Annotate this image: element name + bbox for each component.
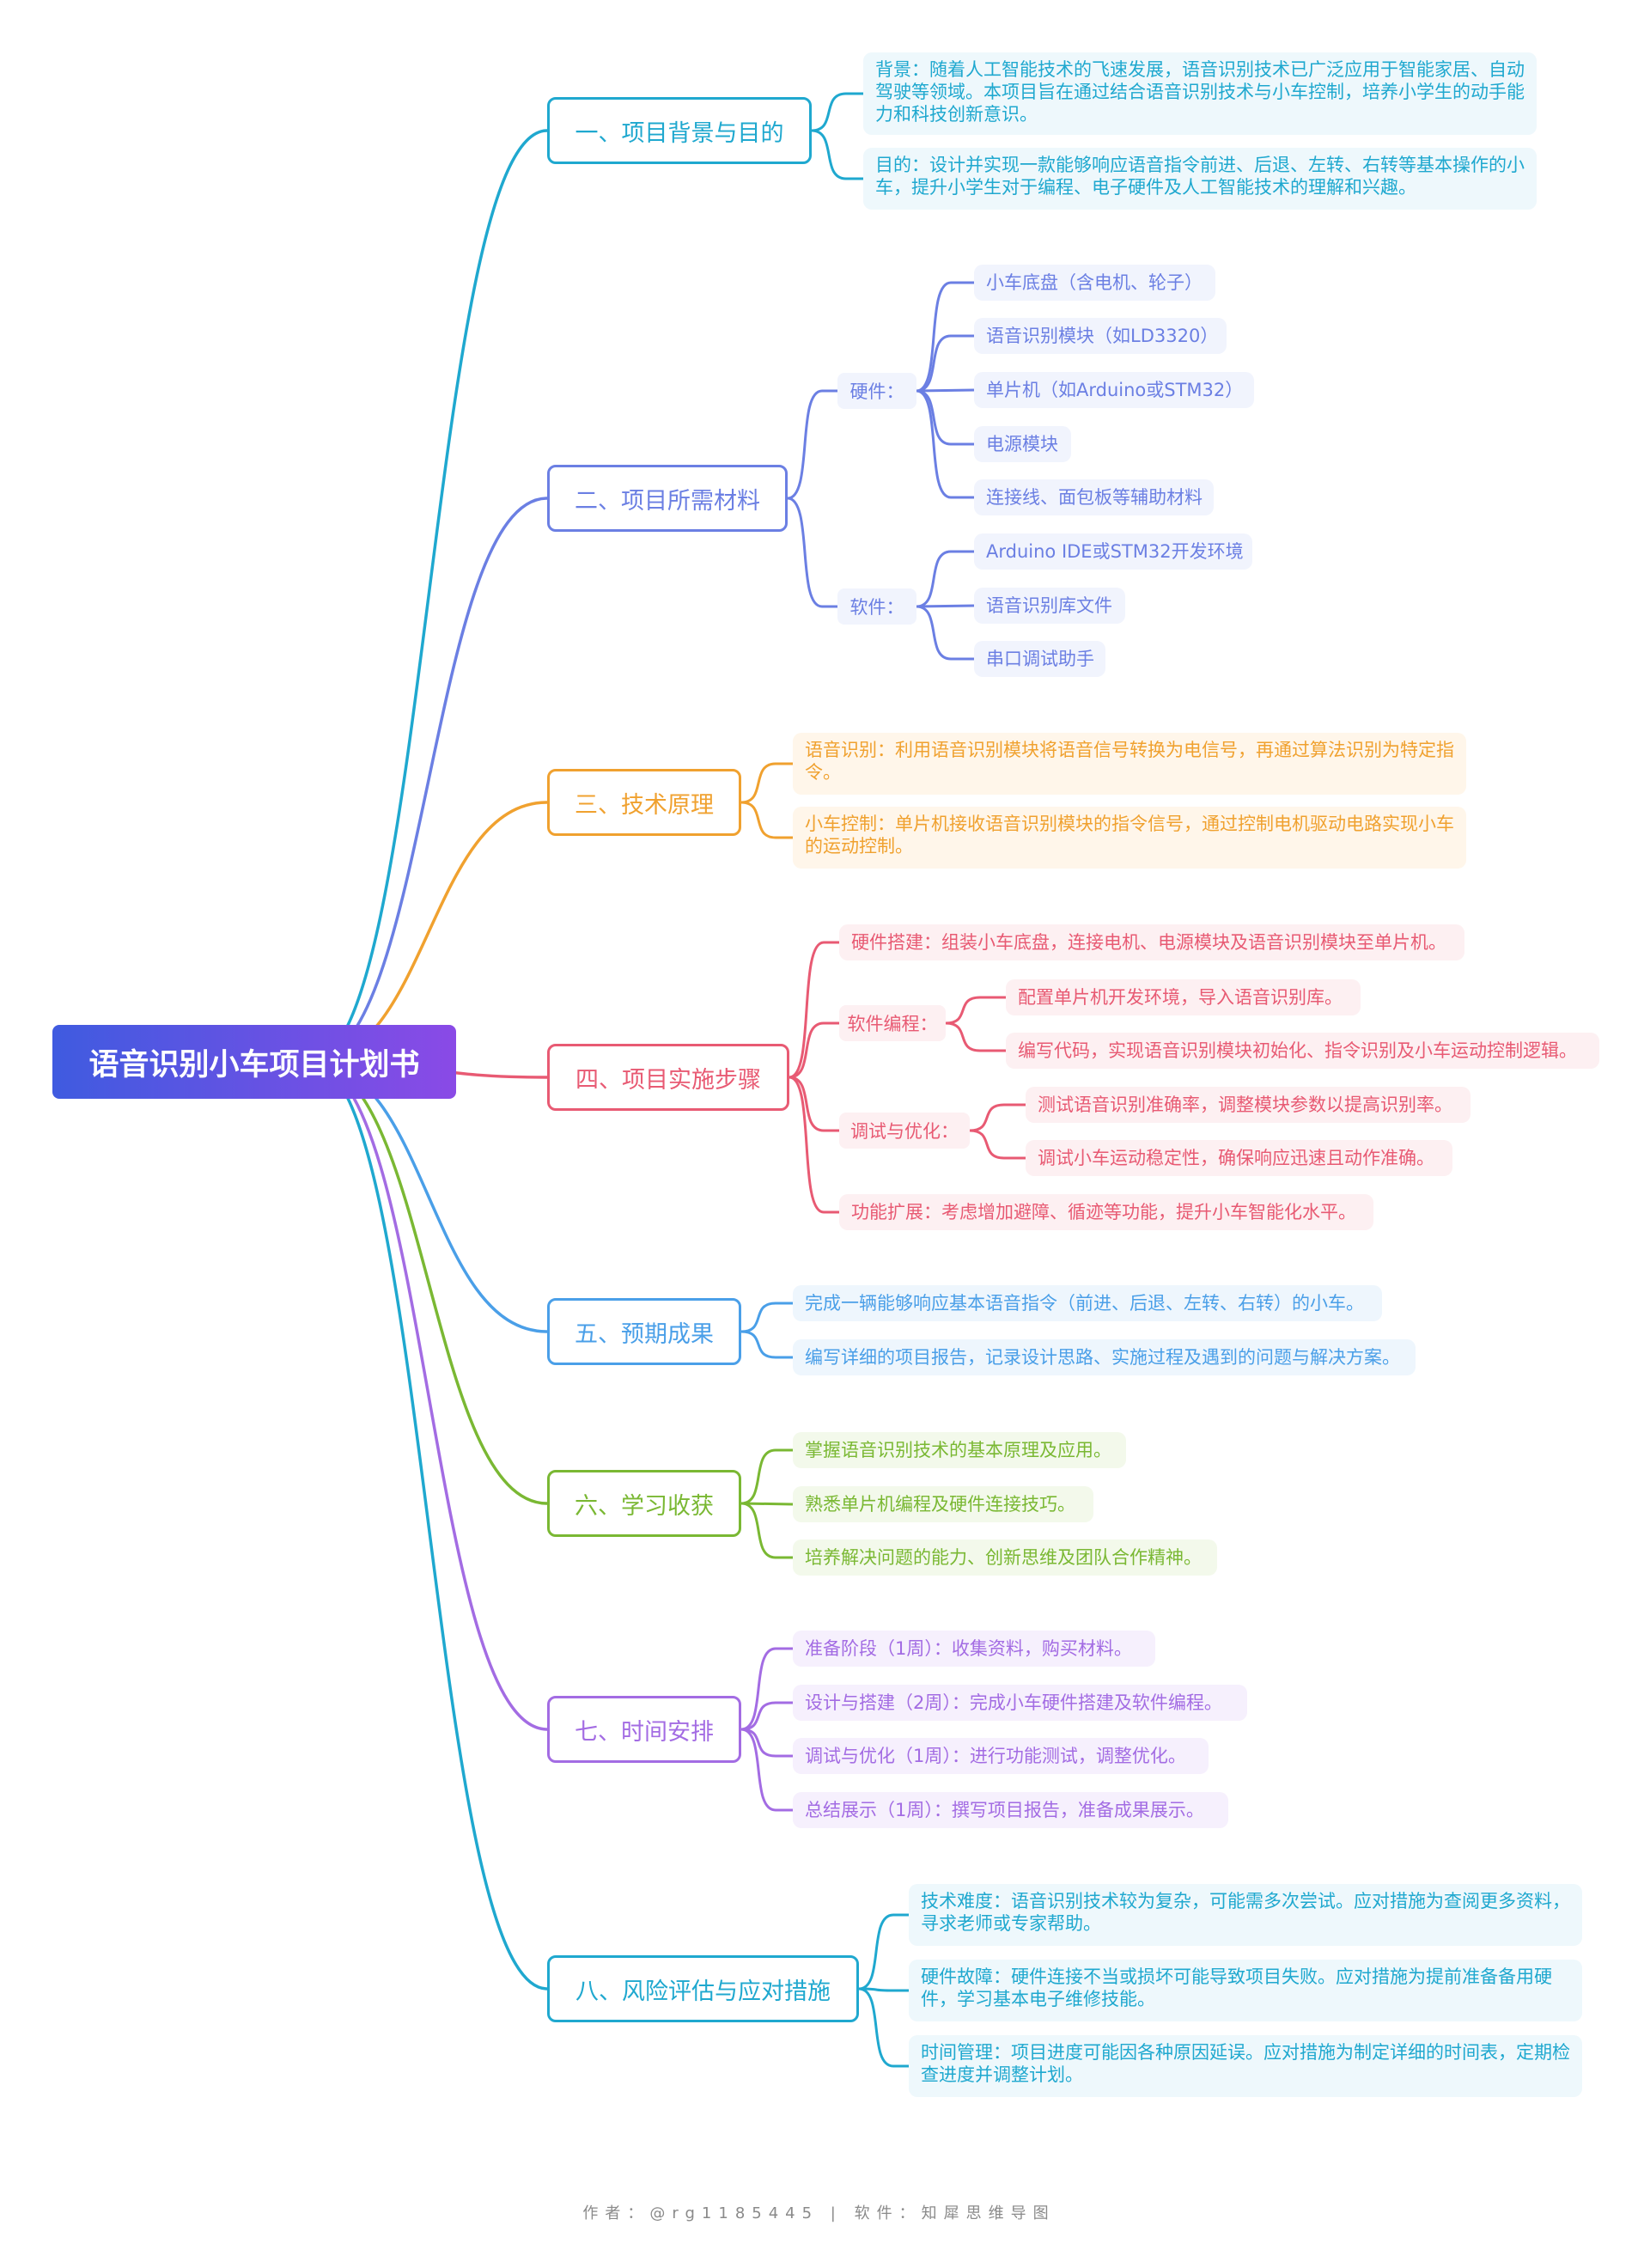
group-debug[interactable]: 调试与优化：	[839, 1113, 970, 1149]
leaf-software-3[interactable]: 串口调试助手	[974, 641, 1105, 677]
link-group-hardware-4	[916, 389, 974, 499]
leaf-software-1[interactable]: Arduino IDE或STM32开发环境	[974, 533, 1252, 570]
link-branch-0-1	[811, 129, 863, 180]
branch-materials[interactable]: 二、项目所需材料	[547, 465, 788, 532]
leaf-learning-2[interactable]: 熟悉单片机编程及硬件连接技巧。	[793, 1486, 1093, 1522]
link-branch-7-0	[858, 1913, 909, 1991]
leaf-schedule-4[interactable]: 总结展示（1周）：撰写项目报告，准备成果展示。	[793, 1792, 1228, 1828]
link-branch-0-0	[811, 92, 863, 132]
link-branch-2-0	[740, 762, 793, 804]
leaf-outcome-1[interactable]: 完成一辆能够响应基本语音指令（前进、后退、左转、右转）的小车。	[793, 1285, 1382, 1321]
branch-risk[interactable]: 八、风险评估与应对措施	[547, 1955, 859, 2022]
leaf-outcome-2[interactable]: 编写详细的项目报告，记录设计思路、实施过程及遇到的问题与解决方案。	[793, 1339, 1416, 1375]
link-root-branch-0	[309, 129, 548, 1064]
link-branch-4-0	[740, 1302, 793, 1333]
link-branch-4-1	[740, 1330, 793, 1359]
leaf-programming-2[interactable]: 编写代码，实现语音识别模块初始化、指令识别及小车运动控制逻辑。	[1006, 1033, 1599, 1069]
link-branch-6-2	[740, 1728, 793, 1758]
leaf-debug-2[interactable]: 调试小车运动稳定性，确保响应迅速且动作准确。	[1026, 1140, 1452, 1176]
link-root-branch-7	[309, 1060, 548, 1991]
leaf-purpose[interactable]: 目的：设计并实现一款能够响应语音指令前进、后退、左转、右转等基本操作的小车，提升…	[863, 148, 1537, 210]
branch-principle[interactable]: 三、技术原理	[547, 769, 741, 836]
link-branch-3-3	[789, 1076, 839, 1214]
link-group-hardware-1	[916, 334, 974, 393]
link-root-branch-4	[309, 1060, 548, 1333]
link-group-software-1	[916, 604, 975, 608]
link-root-branch-1	[309, 497, 548, 1064]
link-branch-2-1	[740, 801, 793, 839]
link-branch-3-1	[789, 1021, 839, 1079]
link-branch-7-2	[858, 1987, 909, 2068]
link-branch-3-2	[789, 1076, 839, 1132]
branch-learning[interactable]: 六、学习收获	[547, 1470, 741, 1537]
leaf-learning-3[interactable]: 培养解决问题的能力、创新思维及团队合作精神。	[793, 1539, 1217, 1576]
leaf-extension[interactable]: 功能扩展：考虑增加避障、循迹等功能，提升小车智能化水平。	[839, 1194, 1373, 1230]
leaf-car-control[interactable]: 小车控制：单片机接收语音识别模块的指令信号，通过控制电机驱动电路实现小车的运动控…	[793, 807, 1466, 869]
group-programming[interactable]: 软件编程：	[839, 1005, 946, 1041]
link-group-software-0	[916, 550, 974, 608]
group-hardware[interactable]: 硬件：	[837, 373, 916, 409]
leaf-hardware-1[interactable]: 小车底盘（含电机、轮子）	[974, 265, 1215, 301]
link-group-hardware-0	[916, 281, 974, 393]
branch-schedule[interactable]: 七、时间安排	[547, 1696, 741, 1763]
leaf-hardware-4[interactable]: 电源模块	[974, 426, 1071, 462]
leaf-debug-1[interactable]: 测试语音识别准确率，调整模块参数以提高识别率。	[1026, 1087, 1471, 1123]
link-group-debug-0	[969, 1103, 1026, 1132]
leaf-risk-2[interactable]: 硬件故障：硬件连接不当或损坏可能导致项目失败。应对措施为提前准备备用硬件，学习基…	[909, 1960, 1582, 2021]
leaf-schedule-2[interactable]: 设计与搭建（2周）：完成小车硬件搭建及软件编程。	[793, 1685, 1247, 1721]
leaf-learning-1[interactable]: 掌握语音识别技术的基本原理及应用。	[793, 1432, 1126, 1468]
link-branch-1-0	[787, 389, 837, 500]
link-group-programming-1	[945, 1021, 1006, 1052]
leaf-background[interactable]: 背景：随着人工智能技术的飞速发展，语音识别技术已广泛应用于智能家居、自动驾驶等领…	[863, 52, 1537, 135]
root-node[interactable]: 语音识别小车项目计划书	[52, 1025, 456, 1099]
leaf-risk-1[interactable]: 技术难度：语音识别技术较为复杂，可能需多次尝试。应对措施为查阅更多资料，寻求老师…	[909, 1884, 1582, 1946]
link-branch-5-2	[740, 1502, 793, 1559]
link-root-branch-6	[309, 1060, 548, 1731]
link-group-software-2	[916, 605, 974, 661]
leaf-speech-recognition[interactable]: 语音识别：利用语音识别模块将语音信号转换为电信号，再通过算法识别为特定指令。	[793, 733, 1466, 795]
link-group-programming-0	[945, 996, 1006, 1025]
link-branch-1-1	[787, 497, 837, 608]
branch-outcomes[interactable]: 五、预期成果	[547, 1298, 741, 1365]
leaf-hardware-3[interactable]: 单片机（如Arduino或STM32）	[974, 372, 1254, 408]
link-branch-6-3	[740, 1728, 793, 1812]
link-branch-7-1	[858, 1987, 909, 1992]
leaf-software-2[interactable]: 语音识别库文件	[974, 588, 1125, 624]
leaf-schedule-3[interactable]: 调试与优化（1周）：进行功能测试，调整优化。	[793, 1738, 1209, 1774]
leaf-hardware-build[interactable]: 硬件搭建：组装小车底盘，连接电机、电源模块及语音识别模块至单片机。	[839, 924, 1464, 960]
leaf-risk-3[interactable]: 时间管理：项目进度可能因各种原因延误。应对措施为制定详细的时间表，定期检查进度并…	[909, 2035, 1582, 2097]
footer-credit: 作者：@rg1185445 | 软件：知犀思维导图	[582, 2204, 1056, 2222]
leaf-hardware-2[interactable]: 语音识别模块（如LD3320）	[974, 318, 1227, 354]
link-group-debug-1	[969, 1129, 1026, 1160]
leaf-hardware-5[interactable]: 连接线、面包板等辅助材料	[974, 479, 1214, 515]
leaf-programming-1[interactable]: 配置单片机开发环境，导入语音识别库。	[1006, 979, 1361, 1015]
link-branch-6-0	[740, 1647, 793, 1731]
link-branch-6-1	[740, 1701, 793, 1731]
branch-background-purpose[interactable]: 一、项目背景与目的	[547, 97, 812, 164]
link-branch-5-1	[740, 1502, 794, 1506]
leaf-schedule-1[interactable]: 准备阶段（1周）：收集资料，购买材料。	[793, 1631, 1155, 1667]
link-root-branch-5	[309, 1060, 548, 1505]
group-software[interactable]: 软件：	[837, 588, 916, 625]
link-group-hardware-2	[916, 388, 975, 393]
branch-steps[interactable]: 四、项目实施步骤	[547, 1044, 789, 1111]
link-branch-5-0	[740, 1448, 793, 1505]
link-branch-3-0	[789, 941, 839, 1079]
link-root-branch-2	[309, 801, 548, 1064]
